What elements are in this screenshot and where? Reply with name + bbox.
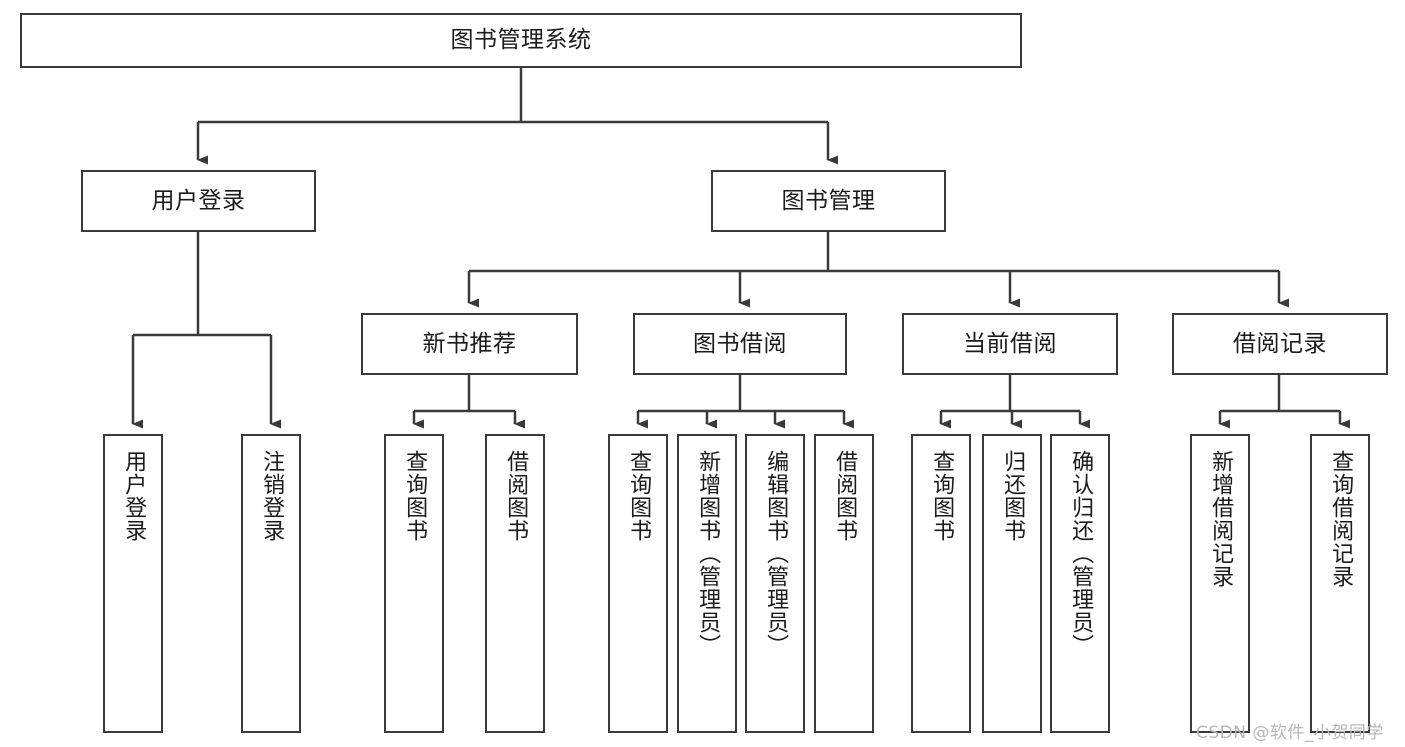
leaf-node[interactable]: 编辑图书（管理员）	[745, 434, 805, 733]
leaf-node-label: 用户登录	[121, 450, 147, 542]
node-borrowing-record[interactable]: 借阅记录	[1172, 313, 1388, 375]
leaf-node-label: 借阅图书	[832, 450, 858, 542]
node-current-borrowing-label: 当前借阅	[963, 330, 1057, 357]
node-root[interactable]: 图书管理系统	[20, 13, 1022, 68]
leaf-node-label: 新增图书（管理员）	[695, 450, 721, 657]
leaf-node-label: 编辑图书（管理员）	[763, 450, 789, 657]
node-borrowing-record-label: 借阅记录	[1233, 330, 1327, 357]
leaf-node-label: 归还图书	[1000, 450, 1026, 542]
leaf-node[interactable]: 借阅图书	[814, 434, 874, 733]
csdn-watermark: CSDN @软件_小贺同学	[1196, 723, 1384, 743]
node-current-borrowing[interactable]: 当前借阅	[902, 313, 1118, 375]
node-root-label: 图书管理系统	[450, 27, 592, 54]
leaf-node-label: 查询图书	[626, 450, 652, 542]
leaf-node[interactable]: 新增借阅记录	[1190, 434, 1250, 733]
leaf-node-label: 确认归还（管理员）	[1068, 450, 1094, 657]
leaf-node[interactable]: 确认归还（管理员）	[1050, 434, 1110, 733]
node-user-login-label: 用户登录	[151, 187, 246, 214]
node-book-management[interactable]: 图书管理	[711, 170, 946, 232]
leaf-node[interactable]: 查询图书	[608, 434, 668, 733]
leaf-node[interactable]: 归还图书	[982, 434, 1042, 733]
node-new-book-recommendation-label: 新书推荐	[422, 330, 517, 357]
node-user-login[interactable]: 用户登录	[81, 170, 316, 232]
node-book-borrowing[interactable]: 图书借阅	[633, 313, 847, 375]
node-new-book-recommendation[interactable]: 新书推荐	[361, 313, 578, 375]
leaf-node[interactable]: 查询借阅记录	[1310, 434, 1370, 733]
leaf-node[interactable]: 借阅图书	[485, 434, 545, 733]
leaf-node[interactable]: 新增图书（管理员）	[677, 434, 737, 733]
leaf-node-label: 查询图书	[929, 450, 955, 542]
node-book-borrowing-label: 图书借阅	[693, 330, 787, 357]
leaf-node-label: 新增借阅记录	[1208, 450, 1234, 588]
leaf-node[interactable]: 用户登录	[103, 434, 163, 733]
leaf-node-label: 注销登录	[259, 450, 285, 542]
leaf-node[interactable]: 查询图书	[384, 434, 444, 733]
leaf-node-label: 查询借阅记录	[1328, 450, 1354, 588]
leaf-node[interactable]: 查询图书	[911, 434, 971, 733]
leaf-node-label: 查询图书	[402, 450, 428, 542]
leaf-node[interactable]: 注销登录	[241, 434, 301, 733]
leaf-node-label: 借阅图书	[503, 450, 529, 542]
node-book-management-label: 图书管理	[781, 187, 876, 214]
